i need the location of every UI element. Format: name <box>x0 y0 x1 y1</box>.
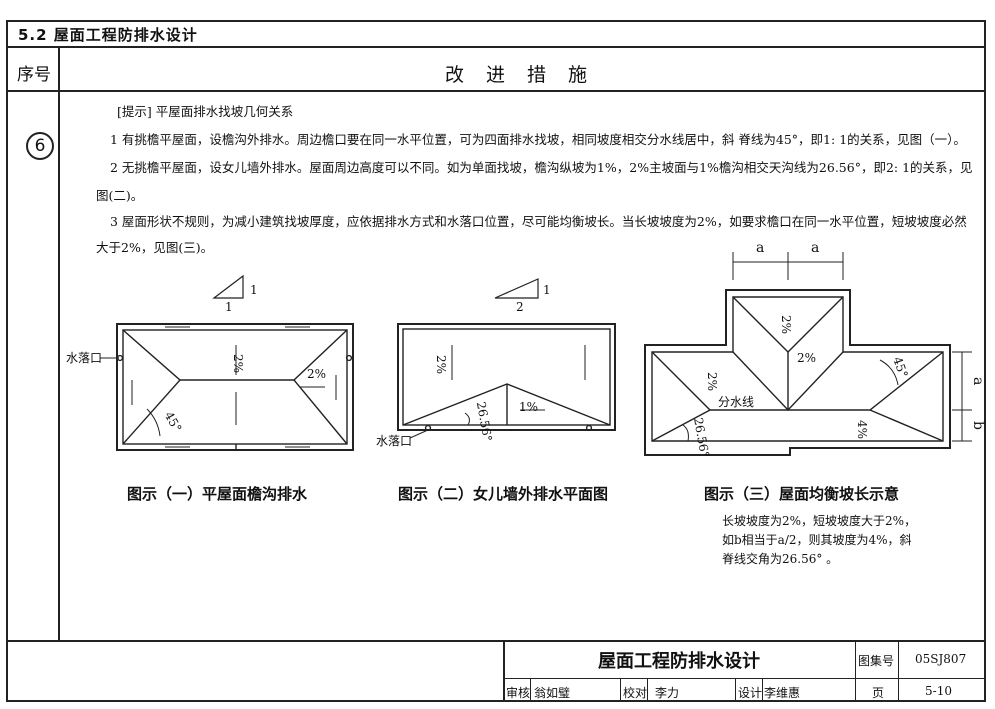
title-block-title: 屋面工程防排水设计 <box>598 651 760 672</box>
fig3-angle-45-arc <box>879 359 899 386</box>
title-block-top-rule <box>6 640 986 642</box>
paragraph-2-line-1: 2 无挑檐平屋面，设女儿墙外排水。屋面周边高度可以不同。如为单面找坡，檐沟纵坡为… <box>110 160 973 175</box>
tb-rule-a <box>530 678 531 702</box>
fig3-hip-br <box>869 409 944 442</box>
header-bottom-rule <box>6 90 986 92</box>
fig1-outlet-right <box>345 354 353 362</box>
paragraph-2-line-2: 图(二)。 <box>96 188 144 203</box>
fig1-outer-eave <box>116 323 354 451</box>
fig2-angle-arc <box>464 412 470 426</box>
fig2-slope-left: 2% <box>434 355 448 374</box>
review-name: 翁如璧 <box>534 686 571 700</box>
fig1-slope-main: 2% <box>231 354 245 373</box>
fig2-parapet-outer <box>397 323 616 431</box>
fig2-ratio-triangle <box>494 278 539 299</box>
tb-rule-e <box>762 678 763 702</box>
fig1-ratio-triangle <box>212 274 244 299</box>
tb-rule-b <box>620 678 621 702</box>
title-block-mid-rule <box>503 678 986 679</box>
page-label: 页 <box>872 686 885 700</box>
fig1-inner-edge <box>122 329 348 445</box>
atlas-number: 05SJ807 <box>915 652 967 666</box>
atlas-label: 图集号 <box>858 654 895 668</box>
fig3-slope-top: 2% <box>779 315 793 334</box>
fig2-ratio-v: 1 <box>543 283 551 297</box>
page-number: 5-10 <box>925 684 952 698</box>
fig1-drawing <box>100 274 354 451</box>
fig1-hip-br <box>293 379 348 445</box>
fig1-ratio-h: 1 <box>225 300 233 314</box>
fig3-dim-a-right: a <box>811 240 819 256</box>
fig1-slope-end: 2% <box>307 367 326 381</box>
seq-column-divider <box>58 46 60 640</box>
fig3-slope-mid: 2% <box>797 351 816 365</box>
fig1-ridge-top <box>122 329 348 381</box>
fig3-angle-26-arc <box>682 424 689 442</box>
design-label: 设计 <box>738 686 763 700</box>
header-top-rule <box>6 46 986 48</box>
tb-rule-d <box>735 678 736 702</box>
fig3-ridge-line <box>651 351 944 411</box>
fig1-angle: 45° <box>162 409 185 434</box>
fig1-hip-bl <box>122 379 181 445</box>
fig3-slope-right: 4% <box>855 420 869 439</box>
fig3-drawing <box>644 252 972 456</box>
fig2-slope-center: 1% <box>519 400 538 414</box>
review-label: 审核 <box>506 686 531 700</box>
fig3-outer <box>644 289 951 456</box>
fig3-angle-26: 26.56° <box>691 416 712 458</box>
fig3-dim-b-side: b <box>970 421 986 430</box>
section-title: 5.2 屋面工程防排水设计 <box>18 26 198 44</box>
title-block-left-rule <box>503 640 505 702</box>
fig3-note: 长坡坡度为2%，短坡坡度大于2%， 如b相当于a/2，则其坡度为4%，斜 脊线交… <box>722 512 916 569</box>
check-name: 李力 <box>655 686 680 700</box>
fig2-ratio-h: 2 <box>516 300 524 314</box>
fig3-note-line-1: 长坡坡度为2%，短坡坡度大于2%， <box>722 514 917 528</box>
tb-rule-c <box>647 678 648 702</box>
fig3-hip-bl <box>651 409 711 442</box>
fig3-dim-a-left: a <box>756 240 764 256</box>
fig1-ratio-v: 1 <box>250 283 258 297</box>
fig2-drawing <box>397 278 616 439</box>
fig3-slope-left: 2% <box>705 372 719 391</box>
fig3-note-line-2: 如b相当于a/2，则其坡度为4%，斜 <box>722 533 912 547</box>
seq-header: 序号 <box>17 65 51 85</box>
paragraph-3-line-1: 3 屋面形状不规则，为减小建筑找坡厚度，应依据排水方式和水落口位置，尽可能均衡坡… <box>110 214 967 229</box>
page-frame <box>6 20 986 702</box>
fig1-angle-arc <box>146 408 161 437</box>
title-block-col-rule-1 <box>855 640 856 702</box>
item-number-badge: 6 <box>26 132 54 160</box>
fig1-caption: 图示（一）平屋面檐沟排水 <box>127 485 308 503</box>
paragraph-1: 1 有挑檐平屋面，设檐沟外排水。周边檐口要在同一水平位置，可为四面排水找坡，相同… <box>110 132 966 147</box>
fig2-outlet-label: 水落口 <box>376 434 412 448</box>
fig2-angle: 26.56° <box>474 400 495 442</box>
fig3-caption: 图示（三）屋面均衡坡长示意 <box>704 485 900 503</box>
check-label: 校对 <box>623 686 648 700</box>
fig1-outlet-left <box>116 354 124 362</box>
fig3-ridge-label: 分水线 <box>718 395 754 409</box>
fig3-dim-a-side: a <box>970 377 986 385</box>
hint-title: [提示] 平屋面排水找坡几何关系 <box>117 104 294 119</box>
fig2-caption: 图示（二）女儿墙外排水平面图 <box>398 485 609 503</box>
fig2-outlet-right <box>585 424 593 432</box>
measures-header: 改 进 措 施 <box>444 64 596 86</box>
fig3-angle-45: 45° <box>890 355 910 380</box>
design-name: 李维惠 <box>764 686 801 700</box>
title-block-col-rule-2 <box>898 640 899 702</box>
fig2-outlet-leader <box>409 429 429 439</box>
fig3-note-line-3: 脊线交角为26.56° 。 <box>722 552 839 566</box>
fig1-outlet-label: 水落口 <box>66 351 102 365</box>
paragraph-3-line-2: 大于2%，见图(三)。 <box>96 240 214 255</box>
